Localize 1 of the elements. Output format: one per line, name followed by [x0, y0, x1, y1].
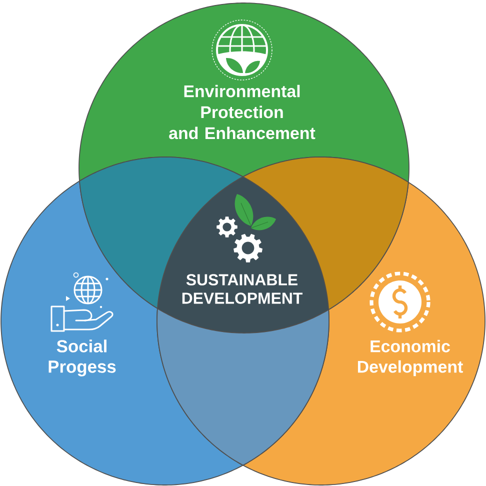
overlap-region: [156, 308, 330, 466]
